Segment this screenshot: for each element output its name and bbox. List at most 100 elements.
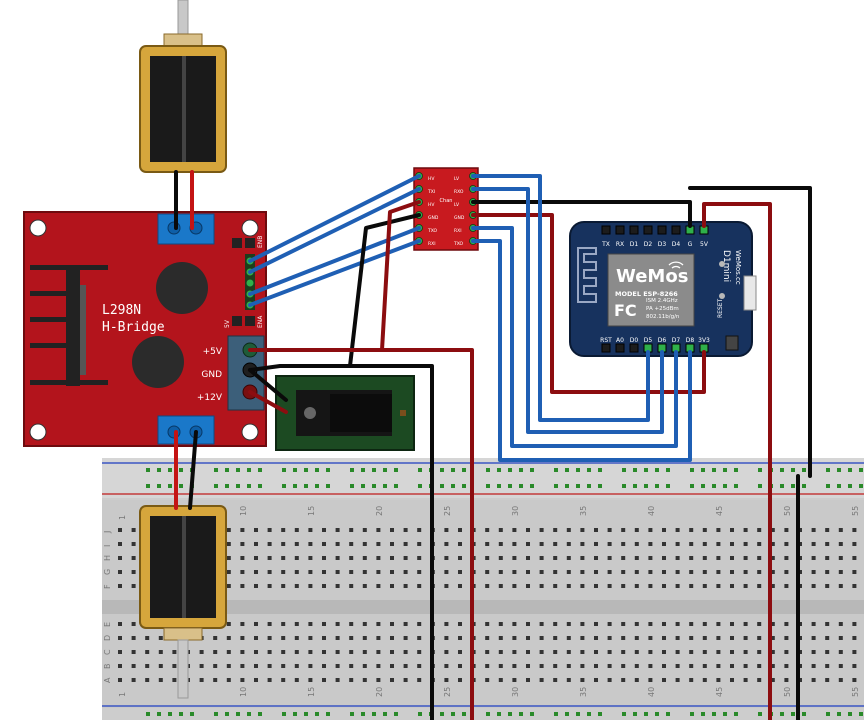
breadboard-hole [282,468,286,472]
breadboard-hole [519,484,523,488]
breadboard-hole [852,636,857,640]
breadboard-hole [598,484,602,488]
breadboard-hole [852,528,857,532]
breadboard-hole [281,542,286,546]
breadboard-hole [689,584,694,588]
breadboard-hole [485,570,490,574]
breadboard-hole [267,636,272,640]
breadboard-hole [485,664,490,668]
breadboard-hole [294,622,299,626]
wire-blue-1 [248,174,421,263]
breadboard-hole [580,622,585,626]
breadboard-hole [390,664,394,668]
breadboard-hole [675,636,680,640]
breadboard-hole [145,664,150,668]
breadboard-hole [498,570,503,574]
breadboard-hole [784,542,789,546]
breadboard-hole [758,468,762,472]
heatsink [30,265,108,386]
breadboard-hole [172,664,177,668]
hbridge-board [23,211,267,447]
breadboard-hole [757,650,762,654]
breadboard-hole [199,650,204,654]
breadboard-hole [444,622,449,626]
breadboard-hole [539,636,544,640]
breadboard-hole [322,622,326,626]
breadboard-hole [702,542,707,546]
breadboard-hole [730,636,734,640]
breadboard-hole [362,542,367,546]
breadboard-hole [784,570,789,574]
breadboard-hole [226,542,231,546]
breadboard-hole [634,650,639,654]
bb-row-b: B [103,664,112,670]
breadboard-hole [158,650,163,654]
breadboard-hole [512,664,517,668]
breadboard-hole [281,678,286,682]
breadboard-hole [598,468,602,472]
breadboard-hole [852,650,857,654]
breadboard-hole [811,636,816,640]
breadboard-hole [214,468,218,472]
breadboard-hole [225,468,229,472]
breadboard-hole [666,712,670,716]
breadboard-hole [444,542,449,546]
breadboard-hole [838,650,843,654]
breadboard-hole [730,678,734,682]
breadboard-hole [362,636,367,640]
breadboard-hole [458,528,462,532]
breadboard-hole [634,556,639,560]
breadboard-hole [226,556,231,560]
wemos-model: MODEL ESP-8266 [615,290,678,298]
solenoid-bottom-plunger [177,639,189,699]
breadboard-hole [634,622,639,626]
breadboard-hole [825,556,830,560]
breadboard-hole [281,570,286,574]
breadboard-hole [662,584,666,588]
breadboard-hole [648,570,653,574]
wire-red-ls-hv [380,200,421,352]
breadboard-hole [326,484,330,488]
breadboard-hole [662,528,666,532]
usb-port [743,275,757,311]
bb-top-num-45: 45 [715,506,724,516]
ls-left-pin-2: TXI [427,189,435,195]
breadboard-hole [254,528,258,532]
breadboard-hole [335,650,340,654]
bb-row-i: I [103,545,112,547]
breadboard-hole [214,484,218,488]
breadboard-hole [689,556,694,560]
breadboard-hole [580,570,585,574]
breadboard-hole [576,712,580,716]
breadboard-hole [458,570,462,574]
breadboard-hole [675,622,680,626]
breadboard-hole [394,468,398,472]
breadboard-hole [811,542,816,546]
breadboard-hole [675,664,680,668]
breadboard-hole [791,484,795,488]
breadboard-hole [621,664,626,668]
breadboard-hole [308,584,313,588]
breadboard-hole [498,528,503,532]
breadboard-hole [837,468,841,472]
breadboard-hole [349,636,354,640]
breadboard-hole [730,556,734,560]
ls-right-pin-3: LV [454,202,460,208]
ls-right-pin-5: RXI [454,228,462,234]
breadboard-hole [146,468,150,472]
breadboard-hole [236,468,240,472]
breadboard-hole [225,484,229,488]
breadboard-hole [634,664,639,668]
breadboard-hole [648,584,653,588]
breadboard-hole [376,678,381,682]
breadboard-hole [723,484,727,488]
breadboard-hole [690,484,694,488]
breadboard-hole [607,650,612,654]
antenna-trace [577,247,597,303]
breadboard-hole [236,712,240,716]
breadboard-hole [236,484,240,488]
breadboard-hole [716,650,721,654]
dc-barrel-jack [275,375,415,451]
breadboard-hole [350,484,354,488]
breadboard-hole [852,678,857,682]
